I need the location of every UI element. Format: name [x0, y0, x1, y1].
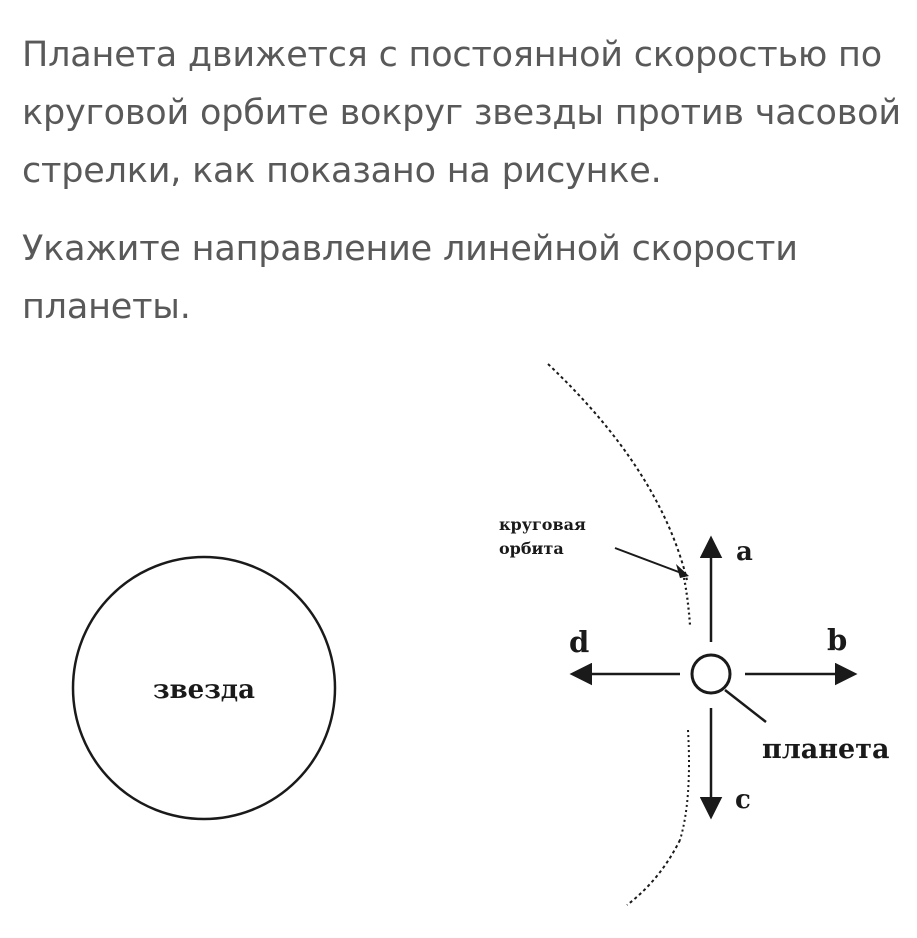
planet-label: планета: [762, 734, 889, 765]
velocity-arrows: a b c d: [569, 535, 858, 820]
planet: планета: [690, 653, 889, 765]
orbit-leader-arrowhead-icon: [676, 564, 689, 578]
question-text: Планета движется с постоянной скоростью …: [22, 26, 912, 336]
arrow-right-label: b: [827, 623, 847, 657]
planet-label-leader: [724, 689, 767, 723]
orbit-arc-near-planet-bottom: [679, 729, 690, 841]
orbit-diagram: звезда круговая орбита планета a b c d: [71, 363, 889, 906]
orbit-arc-lower: [626, 839, 681, 906]
arrow-left-label: d: [569, 625, 589, 659]
orbit-arc-near-planet-top: [682, 577, 692, 626]
star: звезда: [71, 555, 337, 821]
star-label: звезда: [153, 675, 255, 705]
planet-circle: [690, 653, 732, 695]
arrow-up-label: a: [736, 537, 753, 567]
orbit-label-line-1: круговая: [499, 515, 586, 534]
star-circle: [71, 555, 337, 821]
question-paragraph-1: Планета движется с постоянной скоростью …: [22, 35, 901, 191]
question-paragraph-2: Укажите направление линейной скорости пл…: [22, 229, 798, 327]
orbit-label-leader: [614, 547, 685, 575]
orbit-label-line-2: орбита: [499, 539, 564, 558]
orbit-arc-upper: [547, 363, 688, 581]
arrow-down-label: c: [735, 785, 751, 815]
orbit: круговая орбита: [499, 363, 692, 906]
